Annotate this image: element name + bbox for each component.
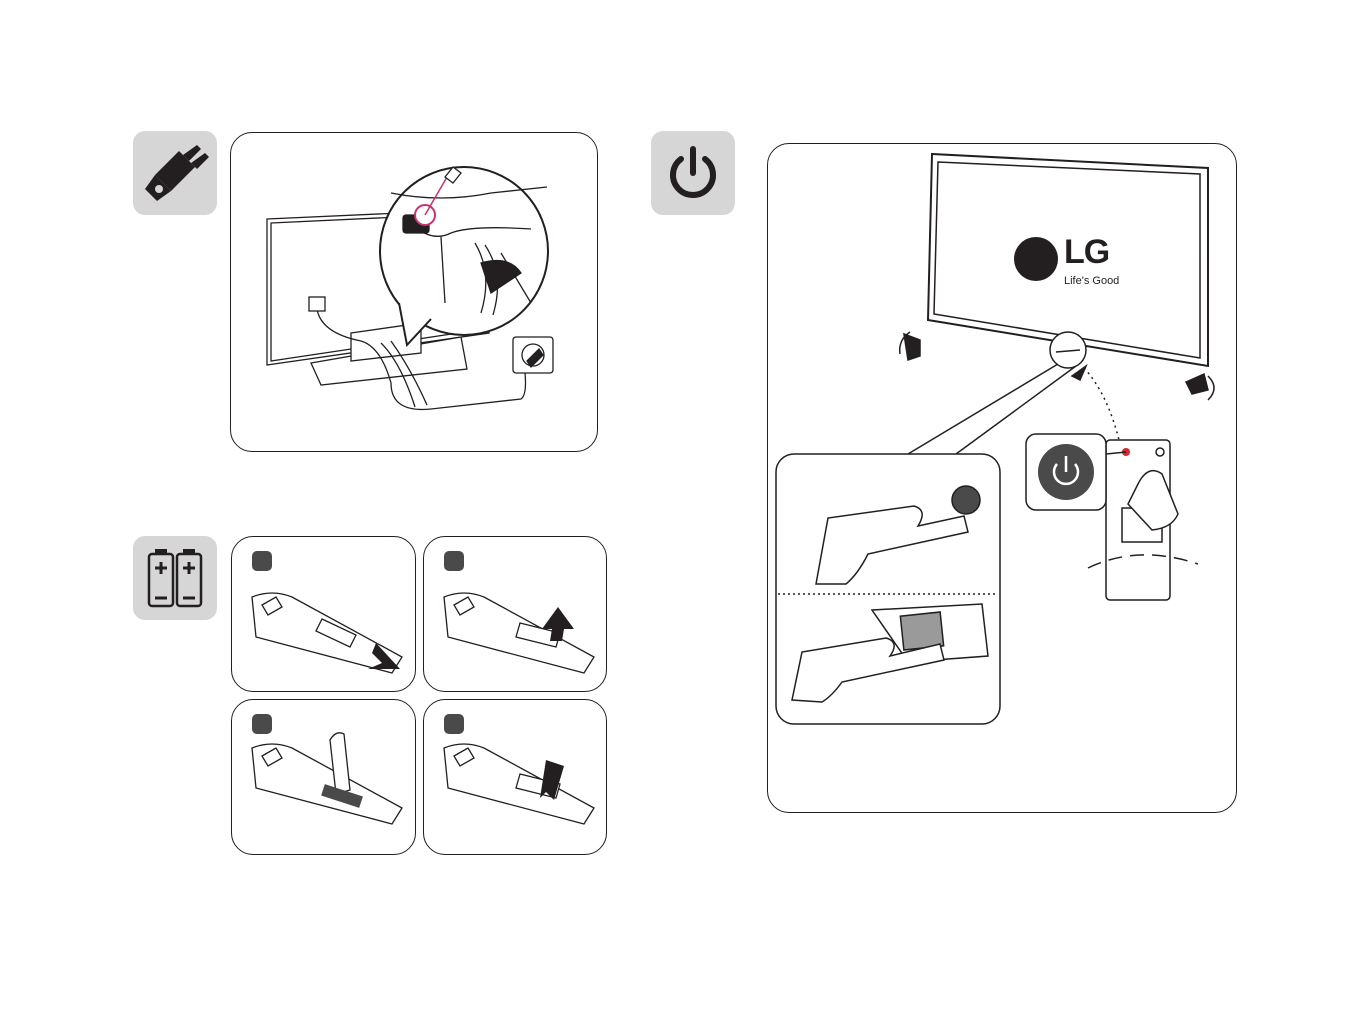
lg-tagline: Life's Good — [1064, 275, 1119, 287]
tv-power-cable-illustration — [231, 133, 597, 451]
lg-logo-mark — [1014, 237, 1058, 281]
battery-step-3-panel — [231, 699, 416, 855]
power-button-icon-tile — [651, 131, 735, 215]
batteries-icon-tile — [133, 536, 217, 620]
power-connection-panel — [230, 132, 598, 452]
turn-on-tv-panel: LG Life's Good — [767, 143, 1237, 813]
power-button-icon — [651, 131, 735, 215]
lg-logo: LG Life's Good — [1014, 233, 1134, 293]
tv-power-on-illustration — [768, 144, 1236, 812]
battery-step-2-panel — [423, 536, 607, 692]
battery-step-4-panel — [423, 699, 607, 855]
battery-step-1-panel — [231, 536, 416, 692]
remote-open-cover-illustration — [232, 537, 415, 691]
batteries-icon — [133, 536, 217, 620]
power-plug-icon — [133, 131, 217, 215]
remote-lift-cover-illustration — [424, 537, 606, 691]
lg-logo-text: LG — [1064, 235, 1109, 269]
remote-close-cover-illustration — [424, 700, 606, 854]
power-plug-icon-tile — [133, 131, 217, 215]
remote-insert-batteries-illustration — [232, 700, 415, 854]
